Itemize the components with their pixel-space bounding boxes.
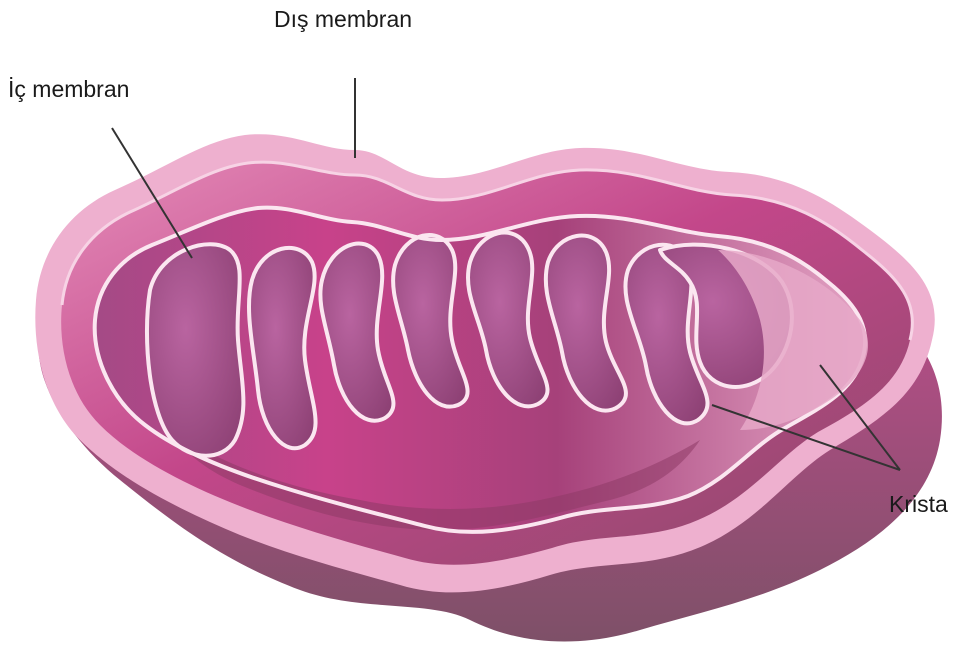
outer-membrane-label: Dış membran [274,6,412,33]
cristae-label: Krista [889,491,948,518]
inner-membrane-label: İç membran [8,76,129,103]
crista-1 [147,244,243,455]
